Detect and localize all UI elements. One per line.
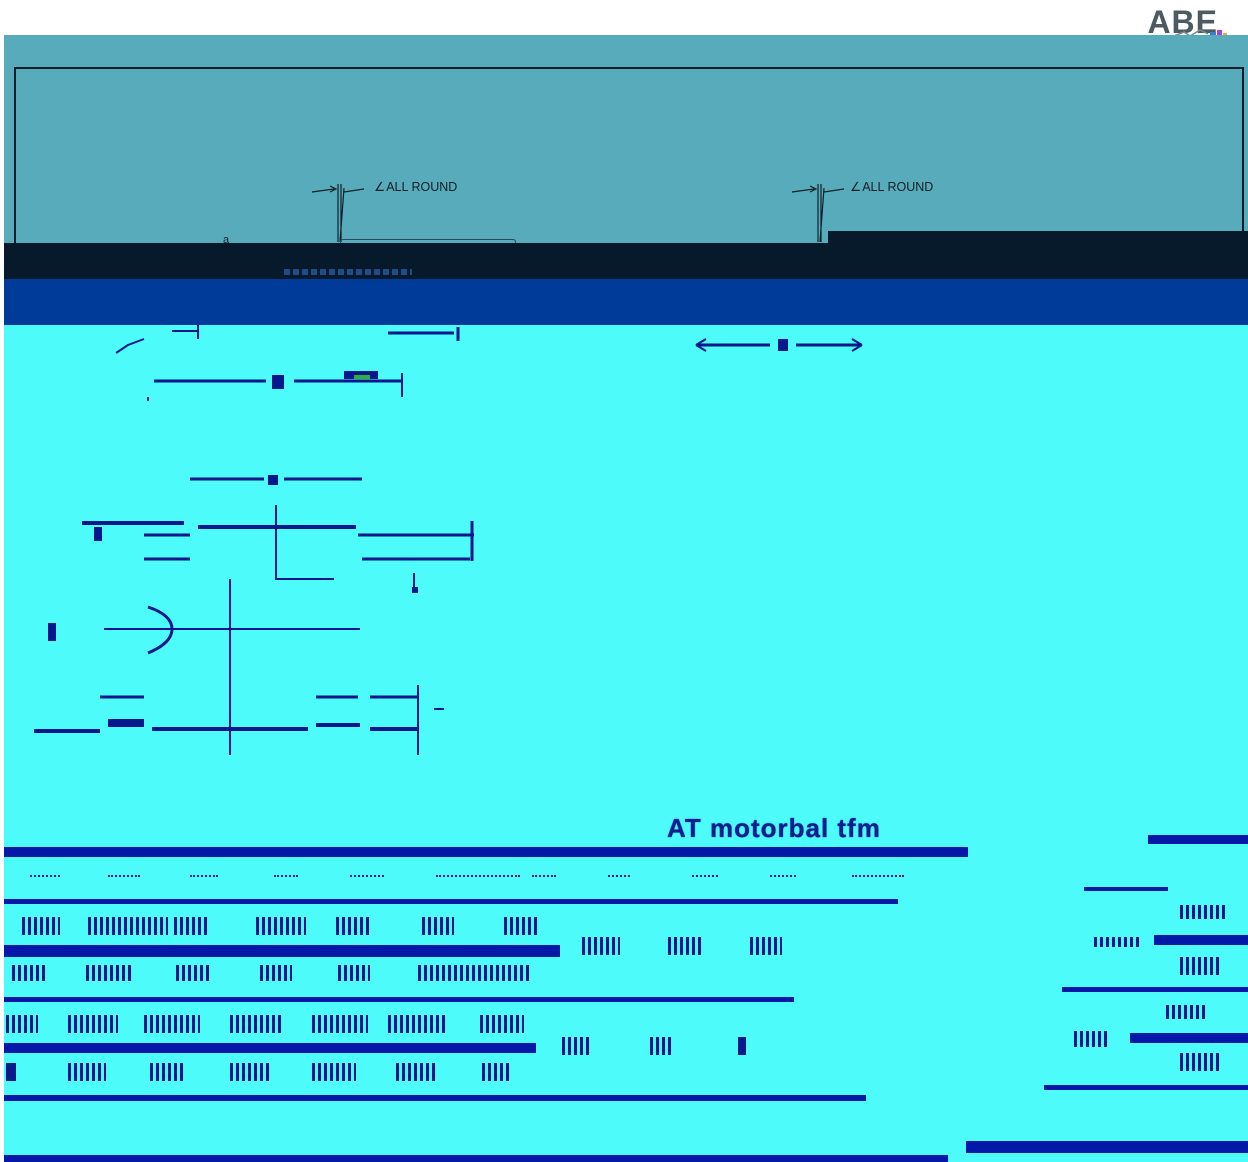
table-cell <box>256 917 306 935</box>
weld-mark-a: a <box>223 234 230 246</box>
table-cell <box>504 917 540 935</box>
footer-rule <box>966 1141 1248 1153</box>
callout-text: ALL ROUND <box>862 180 934 194</box>
header-cell <box>770 865 796 877</box>
side-value <box>1180 957 1222 975</box>
row-rule <box>4 997 794 1002</box>
motor-schematic <box>34 325 863 755</box>
header-cell <box>692 865 718 877</box>
table-cell <box>6 1063 16 1081</box>
table-row-3 <box>4 1015 904 1039</box>
lower-drawing-panel: AT motorbal tfm <box>4 325 1248 1162</box>
table-bottom-rule <box>4 1095 866 1101</box>
table-cell <box>230 1015 284 1033</box>
side-top-rule <box>1148 835 1248 844</box>
header-cell <box>190 865 218 877</box>
side-rule <box>1062 987 1248 992</box>
table-row-3-overflow <box>562 1037 762 1061</box>
table-cell <box>150 1063 186 1081</box>
table-row-4 <box>4 1063 904 1087</box>
angle-symbol: ∠ <box>374 180 386 194</box>
table-cell <box>422 917 454 935</box>
upper-drawing-panel: ∠ALL ROUND ∠ALL ROUND a <box>4 35 1248 248</box>
step-block <box>828 231 1248 245</box>
table-cell <box>418 965 532 981</box>
table-cell <box>22 917 60 935</box>
row-rule <box>4 1043 536 1053</box>
brand-logo: ABE <box>1147 4 1218 40</box>
side-rule <box>1154 935 1248 945</box>
table-cell <box>388 1015 446 1033</box>
side-value <box>1094 937 1140 947</box>
table-cell <box>396 1063 436 1081</box>
table-cell <box>480 1015 524 1033</box>
table-cell <box>176 965 210 981</box>
table-cell <box>338 965 370 981</box>
table-cell <box>738 1037 746 1055</box>
header-cell <box>108 865 140 877</box>
table-cell <box>312 1063 356 1081</box>
table-title: AT motorbal tfm <box>667 813 881 843</box>
table-cell <box>668 937 704 955</box>
header-rule <box>4 899 898 904</box>
section-band <box>4 279 1248 325</box>
table-top-rule <box>4 847 968 857</box>
footer-rule <box>4 1155 948 1162</box>
table-cell <box>174 917 210 935</box>
table-cell <box>86 965 134 981</box>
dark-section-bar <box>4 243 1248 279</box>
weld-symbol-left <box>311 184 365 243</box>
header-cell <box>436 865 520 877</box>
table-cell <box>582 937 620 955</box>
table-cell <box>12 965 48 981</box>
table-cell <box>482 1063 512 1081</box>
all-round-callout-left: ∠ALL ROUND <box>374 179 457 194</box>
table-cell <box>6 1015 38 1033</box>
table-cell <box>260 965 292 981</box>
all-round-callout-right: ∠ALL ROUND <box>850 179 933 194</box>
header-cell <box>350 865 384 877</box>
side-rule <box>1084 887 1168 891</box>
table-cell <box>88 917 168 935</box>
header-cell <box>852 865 904 877</box>
header-cell <box>532 865 556 877</box>
table-cell <box>336 917 372 935</box>
table-cell <box>144 1015 200 1033</box>
side-rule <box>1130 1033 1248 1043</box>
table-cell <box>650 1037 672 1055</box>
table-cell <box>312 1015 368 1033</box>
table-row-1-overflow <box>582 937 802 963</box>
table-cell <box>750 937 782 955</box>
table-row-2 <box>4 965 904 989</box>
dimension-strip <box>284 269 412 275</box>
header-cell <box>274 865 298 877</box>
drawing-frame <box>14 67 1244 243</box>
table-cell <box>68 1063 106 1081</box>
table-header-row <box>4 865 904 889</box>
side-rule <box>1044 1085 1248 1090</box>
table-cell <box>68 1015 118 1033</box>
header-cell <box>30 865 60 877</box>
side-value <box>1074 1031 1110 1047</box>
table-cell <box>562 1037 592 1055</box>
side-value <box>1166 1005 1208 1019</box>
side-value <box>1180 905 1228 919</box>
table-cell <box>230 1063 272 1081</box>
side-value <box>1180 1053 1220 1071</box>
weld-symbol-right <box>791 184 845 243</box>
callout-text: ALL ROUND <box>386 180 458 194</box>
angle-symbol: ∠ <box>850 180 862 194</box>
table-row-1 <box>4 917 904 943</box>
header-cell <box>608 865 630 877</box>
row-rule <box>4 945 560 957</box>
